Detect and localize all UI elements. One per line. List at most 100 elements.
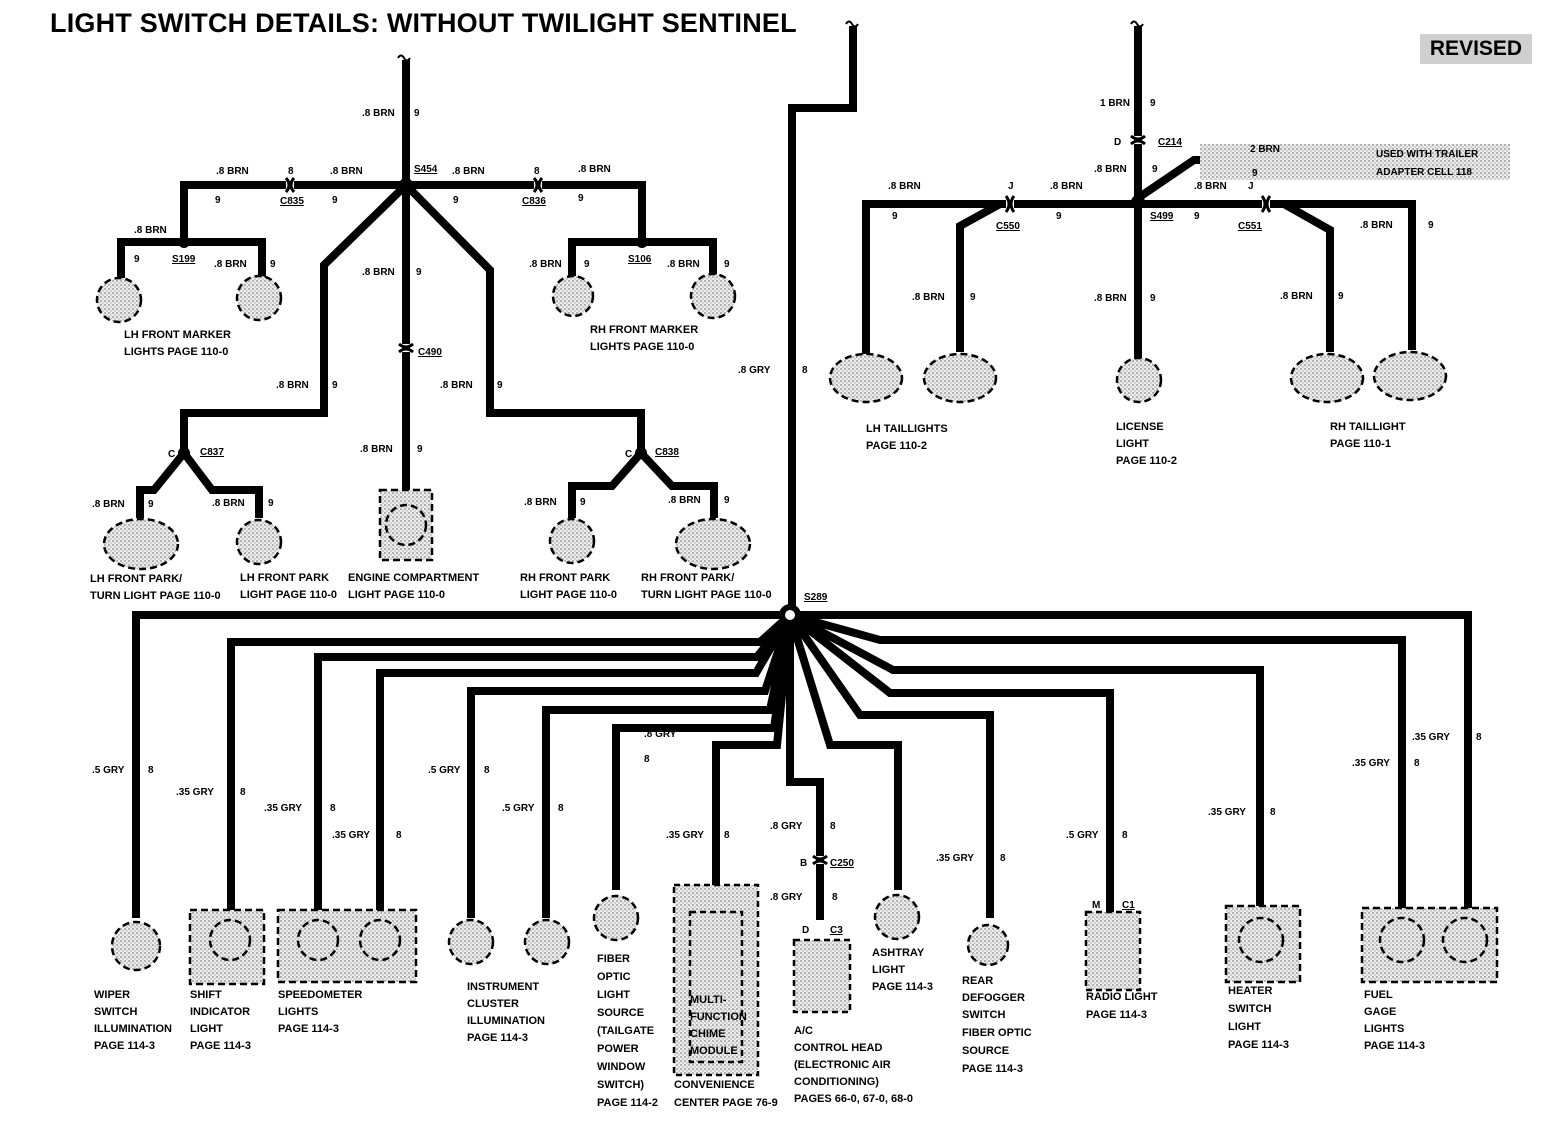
rh-front-park-bulb <box>548 517 596 565</box>
wire-label: 9 <box>584 259 590 270</box>
connector-c835-icon <box>284 177 296 193</box>
wire-label: 8 <box>396 830 402 841</box>
wire-break-mark <box>845 20 859 28</box>
splice-label-s289: S289 <box>804 592 828 603</box>
wire-label: .8 BRN <box>524 497 557 508</box>
connector-c837-node <box>178 447 190 459</box>
splice-label-s499: S499 <box>1150 211 1174 222</box>
wire-label: 9 <box>892 211 898 222</box>
pin-label: D <box>1114 137 1121 148</box>
wire-label: 8 <box>558 803 564 814</box>
wire-label: 8 <box>1122 830 1128 841</box>
cluster-bulb-1 <box>447 918 495 966</box>
wire-label: .8 GRY <box>770 821 803 832</box>
wire-label: 8 <box>802 365 808 376</box>
lh-taillights-label: LH TAILLIGHTS PAGE 110-2 <box>866 423 951 452</box>
wire-label: .8 BRN <box>668 495 701 506</box>
connector-label-c214: C214 <box>1158 137 1182 148</box>
wire-label: .8 BRN <box>362 108 395 119</box>
rh-taillight-label: RH TAILLIGHT PAGE 110-1 <box>1330 421 1409 450</box>
wire-label: 9 <box>453 195 459 206</box>
wire-label: .8 BRN <box>1194 181 1227 192</box>
splice-s454 <box>399 178 413 192</box>
wire-label: 9 <box>1152 164 1158 175</box>
ashtray-light-label: ASHTRAY LIGHT PAGE 114-3 <box>872 947 933 993</box>
wire-label: 8 <box>484 765 490 776</box>
wire-heater <box>788 611 1264 910</box>
connector-label-c837: C837 <box>200 447 224 458</box>
connector-label-c836: C836 <box>522 196 546 207</box>
wire-label: 9 <box>148 499 154 510</box>
splice-label-s199: S199 <box>172 254 196 265</box>
wire-label: 8 <box>1414 758 1420 769</box>
wire-label: .35 GRY <box>666 830 704 841</box>
fuel-gage-bulb-1 <box>1378 916 1426 964</box>
wire-label: .8 BRN <box>912 292 945 303</box>
shift-indicator-bulb <box>208 918 252 962</box>
connector-c490-icon <box>398 342 414 354</box>
wire-label: 9 <box>578 193 584 204</box>
lh-taillight-bulb-1 <box>828 352 904 404</box>
wire-cluster-1 <box>467 613 794 918</box>
rear-lighting-circuit: 1 BRN 9 D .8 BRN 9 2 BRN 9 .8 BRN J .8 B… <box>828 26 1510 467</box>
wire-label: 9 <box>580 497 586 508</box>
connector-label-c490: C490 <box>418 347 442 358</box>
wire-label: 9 <box>724 495 730 506</box>
connector-c838-node <box>635 447 647 459</box>
ac-control-head-label: A/C CONTROL HEAD (ELECTRONIC AIR CONDITI… <box>794 1025 913 1105</box>
lh-front-park-turn-bulb <box>102 517 180 571</box>
wire-label: .35 GRY <box>1208 807 1246 818</box>
wire-label: .8 BRN <box>578 164 611 175</box>
splice-label-s454: S454 <box>414 164 438 175</box>
connector-c551-icon <box>1260 195 1272 213</box>
wire-label: 9 <box>414 108 420 119</box>
wire-break-mark <box>1130 20 1144 28</box>
wire-label: 9 <box>724 259 730 270</box>
wire-label: 8 <box>148 765 154 776</box>
connector-c836-icon <box>532 177 544 193</box>
rh-front-marker-label: RH FRONT MARKER LIGHTS PAGE 110-0 <box>590 324 701 353</box>
lh-taillight-bulb-2 <box>922 352 998 404</box>
wire-label: .8 GRY <box>644 729 677 740</box>
pin-label: C <box>168 449 175 460</box>
wire-label: 8 <box>644 754 650 765</box>
wire-label: .35 GRY <box>936 853 974 864</box>
wire-label: .35 GRY <box>176 787 214 798</box>
rh-front-park-turn-label: RH FRONT PARK/ TURN LIGHT PAGE 110-0 <box>641 572 772 601</box>
wire-label: 9 <box>497 380 503 391</box>
wire-label: .8 BRN <box>667 259 700 270</box>
wire-label: .5 GRY <box>1066 830 1099 841</box>
connector-label-c1: C1 <box>1122 900 1135 911</box>
wire-label: .8 BRN <box>330 166 363 177</box>
wire-gry-feed <box>788 26 857 615</box>
wire-label: 8 <box>1270 807 1276 818</box>
rh-front-marker-bulb-2 <box>689 272 737 320</box>
shift-indicator-label: SHIFT INDICATOR LIGHT PAGE 114-3 <box>190 989 253 1052</box>
speedometer-bulb-2 <box>358 918 402 962</box>
wire-label: 9 <box>332 380 338 391</box>
wire-wiper <box>132 611 790 918</box>
fuel-gage-bulb-2 <box>1441 916 1489 964</box>
rh-front-park-label: RH FRONT PARK LIGHT PAGE 110-0 <box>520 572 617 601</box>
trailer-note: USED WITH TRAILER ADAPTER CELL 118 <box>1376 149 1481 178</box>
wire-lh-tail-2 <box>956 200 1002 352</box>
wire-label: 9 <box>970 292 976 303</box>
wire-label: 8 <box>330 803 336 814</box>
wire-label: .8 BRN <box>1094 293 1127 304</box>
wire-label: .8 BRN <box>1360 220 1393 231</box>
splice-s499 <box>1131 195 1145 209</box>
rh-front-park-turn-bulb <box>674 517 752 571</box>
license-light-label: LICENSE LIGHT PAGE 110-2 <box>1116 421 1177 467</box>
wire-label: .8 BRN <box>529 259 562 270</box>
wire-fuel-1 <box>788 611 1406 915</box>
wire-label: 9 <box>1428 220 1434 231</box>
engine-compartment-bulb <box>384 503 428 547</box>
fiber-optic-source-bulb <box>592 894 640 942</box>
wire-label: .8 BRN <box>92 499 125 510</box>
wire-label: 9 <box>417 444 423 455</box>
connector-label-c551: C551 <box>1238 221 1262 232</box>
speedometer-label: SPEEDOMETER LIGHTS PAGE 114-3 <box>278 989 365 1035</box>
connector-label-c550: C550 <box>996 221 1020 232</box>
connector-c550-icon <box>1004 195 1016 213</box>
